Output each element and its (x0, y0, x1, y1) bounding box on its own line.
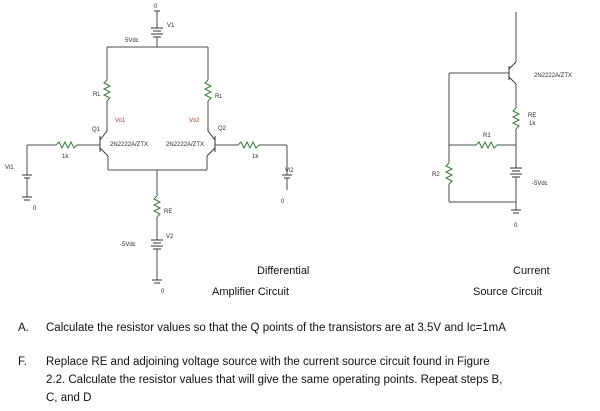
cs-r1-label: R1 (483, 133, 491, 139)
v1-source (151, 10, 163, 47)
v2-source (151, 239, 163, 284)
caption-current-line1: Current (513, 265, 550, 277)
cs-r2-label: R2 (432, 172, 440, 178)
rl-right-label: RL (215, 94, 223, 100)
q2-part-label: 2N2222A/ZTX (166, 142, 204, 148)
cs-part-label: 2N2222A/ZTX (534, 73, 572, 79)
differential-amplifier-schematic: V1 5Vdc 0 RL RL Vo1 Vo2 Q1 2N2222A/ZTX (5, 4, 294, 295)
cs-re-value: 1k (529, 121, 536, 127)
ground-bottom-label: 0 (161, 289, 165, 295)
cs-r1-resistor (475, 140, 498, 150)
cs-vee-source (510, 167, 522, 214)
re-resistor (152, 195, 162, 218)
vi1-label: Vi1 (5, 165, 14, 171)
input-resistor-right-value: 1k (252, 154, 259, 160)
cs-transistor (508, 12, 517, 108)
question-f-line2: 2.2. Calculate the resistor values that … (46, 374, 503, 386)
q2-label: Q2 (218, 126, 227, 132)
question-a: A. Calculate the resistor values so that… (18, 320, 593, 338)
question-f-line3: C, and D (46, 392, 92, 404)
vcc-label: 5Vdc (125, 38, 139, 44)
question-f-line1: Replace RE and adjoining voltage source … (46, 356, 490, 368)
cs-ground-label: 0 (514, 223, 518, 229)
question-f-tag: F. (18, 356, 27, 368)
vi2-ground (282, 174, 292, 190)
q1-label: Q1 (92, 127, 101, 133)
v2-label: V2 (166, 234, 174, 240)
vi2-label: Vi2 (285, 168, 294, 174)
input-resistor-right (237, 140, 260, 150)
rl-right-resistor (203, 79, 213, 102)
caption-current-line2: Source Circuit (473, 286, 542, 298)
vi1-ground (22, 174, 32, 201)
question-a-text: Calculate the resistor values so that th… (46, 322, 506, 334)
re-label: RE (164, 209, 172, 215)
vo1-label: Vo1 (115, 118, 126, 124)
ground-top-label: 0 (154, 4, 158, 10)
ground-left-label: 0 (33, 206, 37, 212)
q2-transistor (206, 128, 216, 170)
input-resistor-left (55, 140, 78, 150)
rl-left-resistor (102, 79, 112, 102)
question-a-tag: A. (18, 322, 29, 334)
rl-left-label: RL (93, 92, 101, 98)
vee-label: -5Vdc (120, 242, 136, 248)
q1-part-label: 2N2222A/ZTX (110, 142, 148, 148)
cs-r2-resistor (444, 162, 454, 185)
caption-differential-line2: Amplifier Circuit (212, 286, 289, 298)
question-f: F. Replace RE and adjoining voltage sour… (18, 354, 593, 409)
caption-differential-line1: Differential (257, 265, 309, 277)
input-resistor-left-value: 1k (62, 154, 69, 160)
current-source-schematic: 2N2222A/ZTX RE 1k R1 R2 -5Vdc 0 (432, 12, 572, 229)
q1-transistor (99, 128, 109, 170)
cs-re-resistor (511, 107, 521, 130)
v1-label: V1 (167, 23, 175, 29)
ground-right-label: 0 (281, 199, 285, 205)
cs-vee-label: -5Vdc (532, 181, 548, 187)
cs-re-label: RE (528, 113, 536, 119)
vo2-label: Vo2 (189, 118, 200, 124)
